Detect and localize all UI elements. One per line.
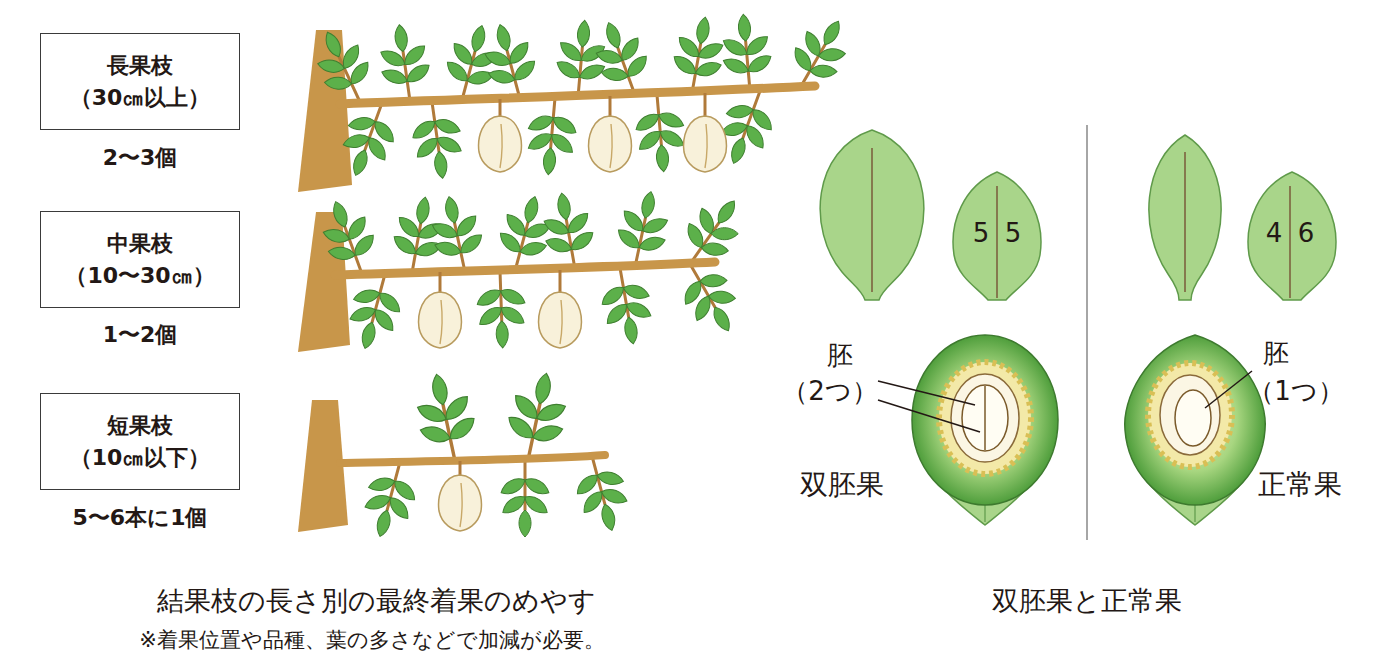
box-heading: 中果枝 bbox=[107, 228, 173, 260]
medium-branch bbox=[298, 186, 756, 356]
figure-caption: 双胚果と正常果 bbox=[992, 585, 1182, 617]
short-branch bbox=[298, 367, 638, 543]
box-range: （30㎝以上） bbox=[70, 82, 211, 114]
figure-caption: 結果枝の長さ別の最終着果のめやす bbox=[157, 585, 596, 617]
fruit-type-label: 双胚果 bbox=[800, 468, 884, 502]
fruit-type-label: 正常果 bbox=[1258, 468, 1342, 502]
dual-embryo-leaves bbox=[820, 130, 1041, 300]
branch-type-box: 長果枝（30㎝以上） bbox=[40, 33, 240, 130]
part-label: 胚 bbox=[1263, 338, 1289, 369]
ratio-number: 5 bbox=[973, 218, 990, 249]
part-label: 胚 bbox=[827, 340, 853, 371]
branch-type-box: 短果枝（10㎝以下） bbox=[40, 393, 240, 490]
box-heading: 短果枝 bbox=[107, 410, 173, 442]
normal-fruit bbox=[1125, 335, 1266, 525]
branch-type-box: 中果枝（10〜30㎝） bbox=[40, 211, 240, 308]
ratio-number: 6 bbox=[1298, 218, 1315, 249]
leader-lines bbox=[878, 371, 1252, 432]
divider bbox=[1086, 125, 1088, 540]
note: ※着果位置や品種、葉の多さなどで加減が必要。 bbox=[139, 628, 605, 653]
normal-leaves bbox=[1149, 135, 1336, 300]
long-branch bbox=[298, 8, 862, 192]
part-label: （1つ） bbox=[1248, 376, 1344, 407]
dual-embryo-fruit bbox=[912, 335, 1058, 525]
fruit-count: 5〜6本に1個 bbox=[73, 505, 208, 531]
fruit-count: 1〜2個 bbox=[103, 322, 178, 348]
ratio-number: 5 bbox=[1005, 218, 1022, 249]
fruit-count: 2〜3個 bbox=[103, 145, 178, 171]
box-heading: 長果枝 bbox=[107, 50, 173, 82]
box-range: （10〜30㎝） bbox=[65, 260, 214, 292]
box-range: （10㎝以下） bbox=[70, 442, 211, 474]
ratio-number: 4 bbox=[1266, 218, 1283, 249]
part-label: （2つ） bbox=[782, 376, 878, 407]
